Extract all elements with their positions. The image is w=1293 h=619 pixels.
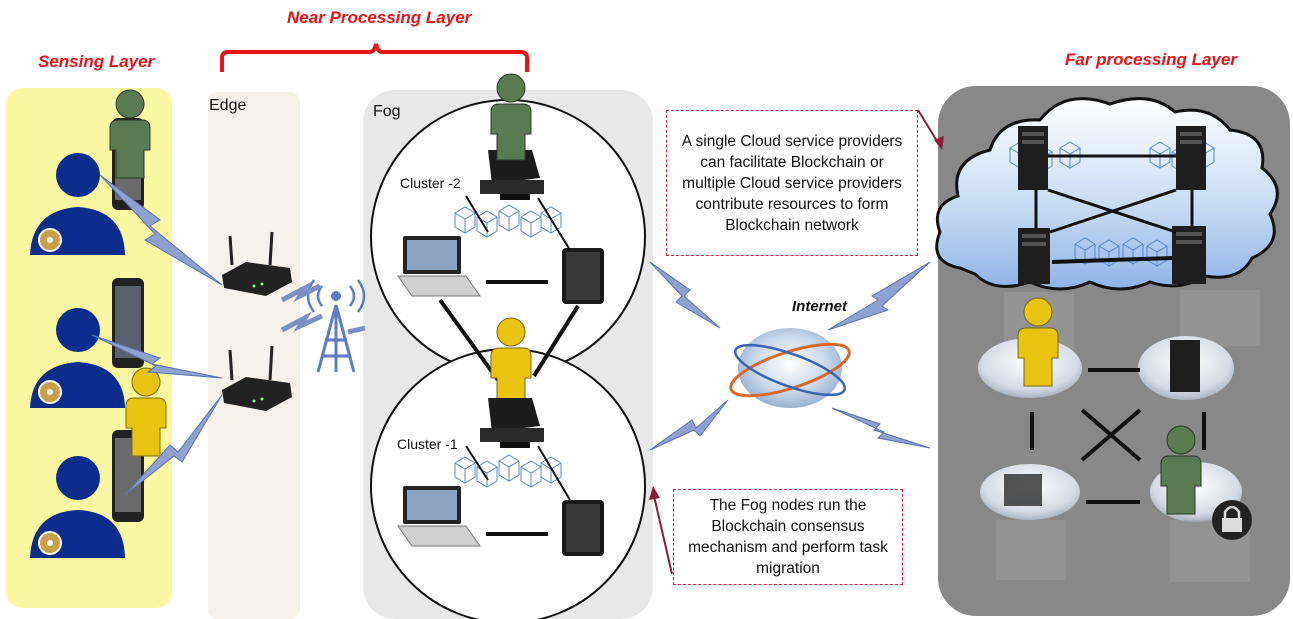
server-icon	[1018, 126, 1048, 190]
connection-line	[1051, 256, 1173, 264]
user-icon-green	[490, 73, 532, 161]
laptop-icon	[397, 236, 481, 297]
arrowhead-icon	[934, 136, 944, 150]
edge-label: Edge	[209, 97, 247, 114]
connection-line	[465, 195, 489, 233]
wireless-router-icon	[222, 231, 292, 296]
wireless-link-icon	[649, 261, 721, 329]
sensing-layer-title: Sensing Layer	[38, 52, 155, 71]
tablet-icon	[562, 500, 604, 556]
connection-line	[1049, 188, 1177, 234]
connection-line	[537, 445, 571, 501]
person-icon	[30, 308, 125, 408]
wireless-link-icon	[831, 407, 931, 449]
user-icon-green	[1160, 425, 1202, 515]
wireless-link-icon	[280, 311, 324, 333]
lock-icon	[1212, 500, 1252, 540]
user-icon-yellow	[125, 367, 167, 457]
tablet-icon	[562, 248, 604, 304]
person-icon	[30, 456, 125, 558]
cluster-1-label: Cluster -1	[397, 436, 458, 452]
person-icon	[30, 153, 125, 255]
laptop-icon	[397, 486, 481, 547]
fog-note: The Fog nodes run the Blockchain consens…	[673, 489, 903, 585]
connection-line	[537, 197, 571, 251]
server-icon	[1018, 228, 1050, 284]
connection-line	[1080, 408, 1142, 462]
cloud-node	[1138, 290, 1260, 400]
wireless-link-icon	[91, 334, 223, 379]
wireless-link-icon	[280, 281, 322, 303]
user-icon-yellow	[490, 317, 532, 405]
desktop-computer-icon	[480, 398, 544, 448]
user-icon-yellow	[1017, 297, 1059, 387]
wireless-link-icon	[347, 325, 366, 335]
wireless-router-icon	[222, 345, 292, 411]
cluster-2-label: Cluster -2	[400, 175, 461, 191]
fog-note-text: The Fog nodes run the Blockchain consens…	[688, 497, 888, 577]
connection-line	[438, 298, 500, 382]
cloud-note-text: A single Cloud service providers can fac…	[681, 132, 903, 234]
far-processing-layer-title: Far processing Layer	[1065, 50, 1237, 69]
wireless-link-icon	[124, 394, 223, 496]
user-icon-green	[109, 89, 151, 179]
note-arrow	[653, 495, 673, 575]
edge-panel	[208, 92, 300, 619]
fog-label: Fog	[373, 103, 401, 120]
near-processing-bracket	[220, 43, 529, 72]
cloud-note: A single Cloud service providers can fac…	[666, 110, 918, 256]
internet-label: Internet	[792, 298, 848, 315]
wireless-link-icon	[827, 261, 931, 331]
wireless-link-icon	[99, 174, 223, 286]
arrowhead-icon	[649, 486, 660, 500]
connection-line	[532, 304, 580, 378]
cell-tower-icon	[306, 279, 366, 373]
internet-globe-icon	[729, 328, 851, 408]
near-processing-layer-title: Near Processing Layer	[287, 8, 472, 27]
server-icon	[1176, 126, 1206, 190]
wireless-link-icon	[649, 399, 729, 451]
connection-line	[465, 445, 489, 481]
server-icon	[1172, 226, 1206, 284]
cloud-node	[980, 464, 1080, 580]
